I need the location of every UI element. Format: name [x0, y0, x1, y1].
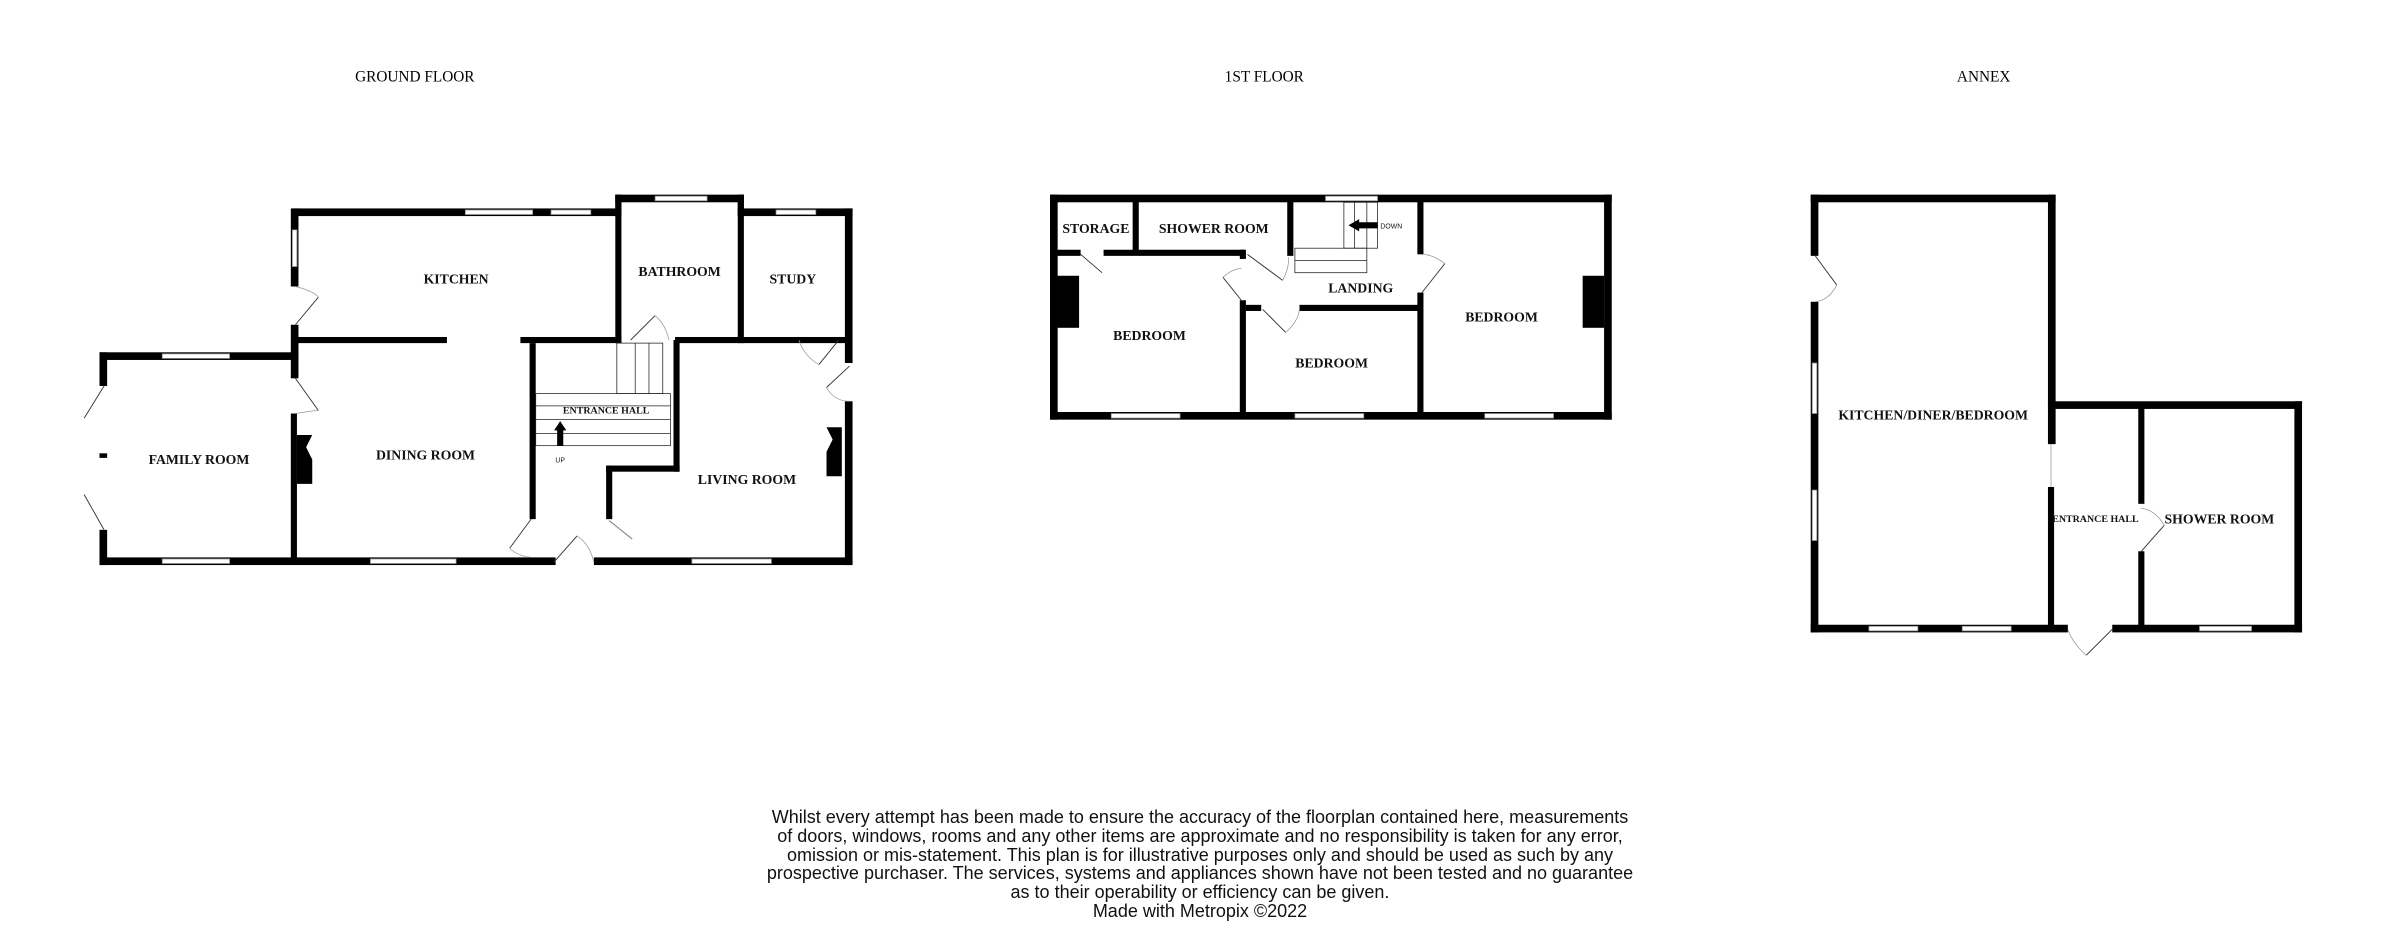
first-stairs [1294, 201, 1378, 274]
room-label-landing: LANDING [1328, 281, 1393, 296]
disclaimer: Whilst every attempt has been made to en… [700, 808, 1700, 921]
room-label-bedroom-left: BEDROOM [1113, 328, 1186, 343]
stairs-down-arrow-icon [1348, 219, 1378, 232]
stairs-up-label: UP [555, 458, 565, 465]
ground-floor-plan: KITCHEN BATHROOM STUDY FAMILY ROOM DININ… [83, 194, 853, 566]
disclaimer-line: of doors, windows, rooms and any other i… [777, 825, 1623, 846]
room-label-entrance-hall: ENTRANCE HALL [563, 406, 650, 417]
room-label-bedroom-middle: BEDROOM [1295, 356, 1368, 371]
room-label-study: STUDY [770, 271, 817, 286]
disclaimer-line: omission or mis-statement. This plan is … [786, 844, 1614, 865]
disclaimer-line: Whilst every attempt has been made to en… [771, 807, 1629, 827]
room-label-kitchen: KITCHEN [424, 271, 489, 286]
ground-floor-title: GROUND FLOOR [355, 68, 475, 85]
room-label-storage: STORAGE [1062, 221, 1129, 236]
annex-plan: KITCHEN/DINER/BEDROOM ENTRANCE HALL SHOW… [1810, 194, 2303, 656]
room-label-shower-room: SHOWER ROOM [1159, 221, 1269, 236]
room-label-annex-shower-room: SHOWER ROOM [2165, 512, 2275, 527]
annex-title: ANNEX [1957, 68, 2011, 85]
room-label-bathroom: BATHROOM [638, 264, 720, 279]
room-label-kitchen-diner-bedroom: KITCHEN/DINER/BEDROOM [1838, 408, 2028, 423]
first-floor-plan: STORAGE SHOWER ROOM LANDING BEDROOM BEDR… [1050, 194, 1612, 420]
ground-stairs [535, 342, 671, 447]
first-floor-title: 1ST FLOOR [1225, 68, 1305, 85]
stairs-down-label: DOWN [1380, 223, 1402, 230]
credit: Made with Metropix ©2022 [1092, 900, 1308, 921]
room-label-bedroom-right: BEDROOM [1465, 310, 1538, 325]
disclaimer-line: prospective purchaser. The services, sys… [766, 863, 1634, 884]
room-label-family-room: FAMILY ROOM [149, 452, 250, 467]
room-label-living-room: LIVING ROOM [698, 472, 796, 487]
room-label-annex-entrance-hall: ENTRANCE HALL [2052, 514, 2139, 525]
disclaimer-line: as to their operability or efficiency ca… [1010, 882, 1390, 903]
room-label-dining-room: DINING ROOM [376, 447, 475, 462]
